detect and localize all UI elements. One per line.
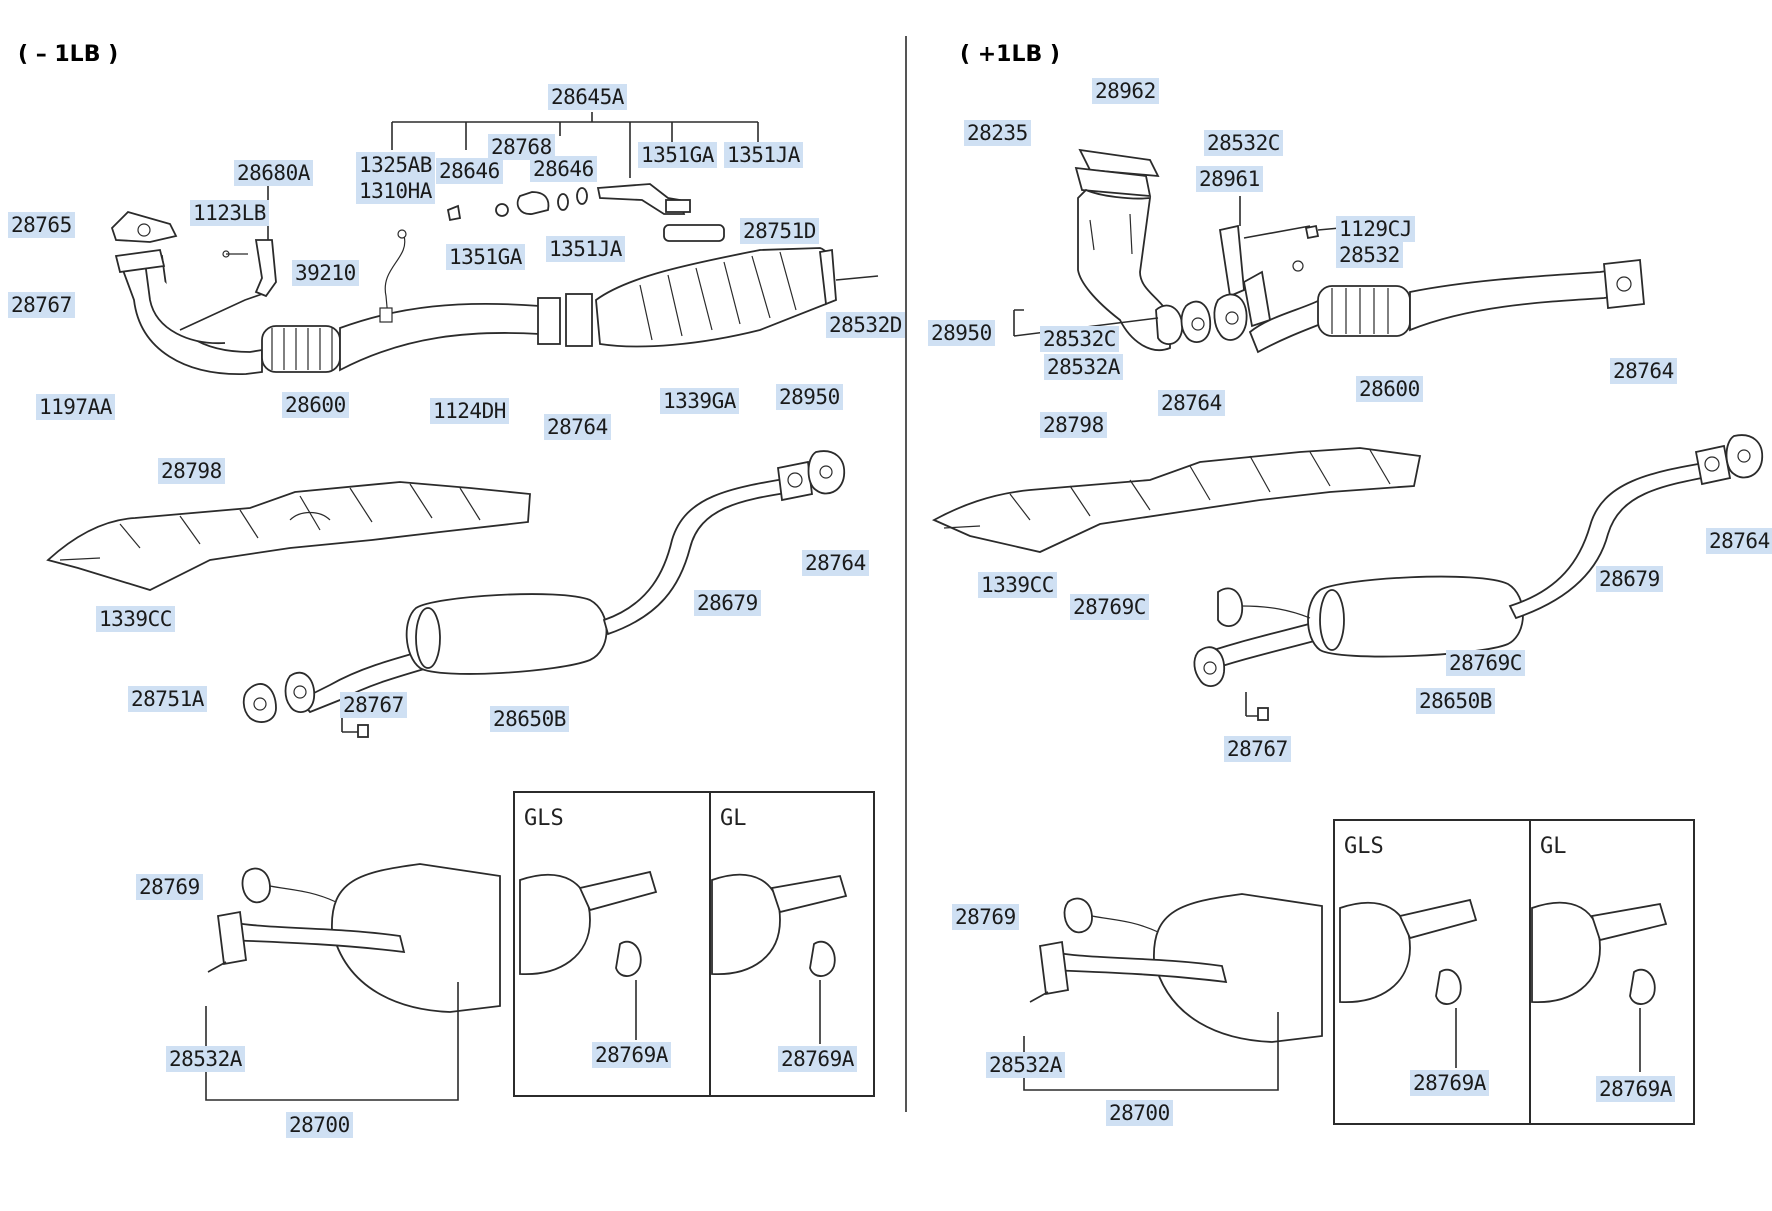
bracket-28961: [1218, 196, 1311, 298]
part-label: 28765: [8, 212, 75, 238]
part-label: 28751D: [740, 218, 819, 244]
gl-title-right: GL: [1540, 834, 1567, 859]
part-label: 28767: [8, 292, 75, 318]
heat-shield-right: [931, 447, 1422, 553]
part-label: 28764: [802, 550, 869, 576]
catalytic-converter-left: [537, 247, 879, 348]
part-label: 28600: [282, 392, 349, 418]
part-label: 28767: [340, 692, 407, 718]
gasket-28751A: [242, 683, 277, 723]
part-label: 28769A: [1410, 1070, 1489, 1096]
part-label: 28769: [952, 904, 1019, 930]
part-label: 28950: [928, 320, 995, 346]
gl-tailpipe-right: [1531, 901, 1668, 1072]
gl-box-left: [709, 791, 875, 1097]
part-label: 28679: [1596, 566, 1663, 592]
gasket-28764-right: [1180, 300, 1212, 343]
part-label: 28532A: [1044, 354, 1123, 380]
part-label: 28768: [488, 134, 555, 160]
part-label: 1339GA: [660, 388, 739, 414]
gls-title-right: GLS: [1344, 834, 1384, 859]
part-label: 1351JA: [546, 236, 625, 262]
part-label: 28798: [158, 458, 225, 484]
part-label: 28764: [1610, 358, 1677, 384]
gls-title-left: GLS: [524, 806, 564, 831]
part-label: 28769: [136, 874, 203, 900]
part-label: 28764: [1706, 528, 1772, 554]
part-label: 28769C: [1446, 650, 1525, 676]
part-label: 28769C: [1070, 594, 1149, 620]
flex-pipe-right: [1248, 259, 1645, 354]
part-label: 28751A: [128, 686, 207, 712]
part-label: 28961: [1196, 166, 1263, 192]
bolt-1129CJ: [1304, 224, 1341, 240]
part-label: 28764: [544, 414, 611, 440]
part-label: 28767: [1224, 736, 1291, 762]
part-label: 28798: [1040, 412, 1107, 438]
part-label: 1351GA: [446, 244, 525, 270]
hanger-parts-top-left: [446, 183, 725, 242]
part-label: 1123LB: [190, 200, 269, 226]
gasket-28765: [110, 210, 178, 243]
part-label: 28962: [1092, 78, 1159, 104]
part-label: 28532C: [1204, 130, 1283, 156]
part-label: 28650B: [490, 706, 569, 732]
part-label: 28532A: [166, 1046, 245, 1072]
part-label: 28600: [1356, 376, 1423, 402]
part-label: 1339CC: [978, 572, 1057, 598]
gls-tailpipe-left: [519, 870, 658, 1040]
part-label: 1124DH: [430, 398, 509, 424]
part-label: 28700: [286, 1112, 353, 1138]
gl-box-right: [1529, 819, 1695, 1125]
front-pipe-left: [114, 248, 269, 375]
left-section-title: ( – 1LB ): [18, 42, 119, 67]
gls-tailpipe-right: [1339, 898, 1478, 1068]
part-label: 1197AA: [36, 394, 115, 420]
part-label: 28235: [964, 120, 1031, 146]
part-label: 1325AB: [356, 152, 435, 178]
part-label: 28532: [1336, 242, 1403, 268]
center-muffler-left: [298, 450, 846, 714]
part-label: 1129CJ: [1336, 216, 1415, 242]
part-label: 28769A: [1596, 1076, 1675, 1102]
part-label: 28950: [776, 384, 843, 410]
part-label: 28532C: [1040, 326, 1119, 352]
part-label: 39210: [292, 260, 359, 286]
part-label: 1351GA: [638, 142, 717, 168]
flex-pipe-left: [261, 302, 553, 373]
part-label: 1339CC: [96, 606, 175, 632]
part-label: 28680A: [234, 160, 313, 186]
part-label: 1351JA: [724, 142, 803, 168]
part-label: 28646: [436, 158, 503, 184]
center-muffler-right: [1193, 434, 1764, 721]
right-section-title: ( +1LB ): [960, 42, 1060, 67]
part-label: 28769A: [592, 1042, 671, 1068]
flange-right: [1213, 293, 1248, 341]
rear-muffler-left: [205, 863, 501, 1101]
part-label: 1310HA: [356, 178, 435, 204]
heat-shield-left: [46, 481, 531, 591]
part-label: 28532A: [986, 1052, 1065, 1078]
part-label: 28532D: [826, 312, 905, 338]
part-label: 28764: [1158, 390, 1225, 416]
part-label: 28769A: [778, 1046, 857, 1072]
gl-title-left: GL: [720, 806, 747, 831]
rear-muffler-right: [1023, 893, 1323, 1091]
sensor-39210: [379, 229, 407, 323]
bracket-28645A: [391, 112, 759, 178]
part-label: 28646: [530, 156, 597, 182]
gl-tailpipe-left: [711, 873, 848, 1044]
part-label: 28700: [1106, 1100, 1173, 1126]
part-label: 28650B: [1416, 688, 1495, 714]
part-label: 28645A: [548, 84, 627, 110]
part-label: 28679: [694, 590, 761, 616]
catalytic-converter-right: [1013, 148, 1183, 351]
